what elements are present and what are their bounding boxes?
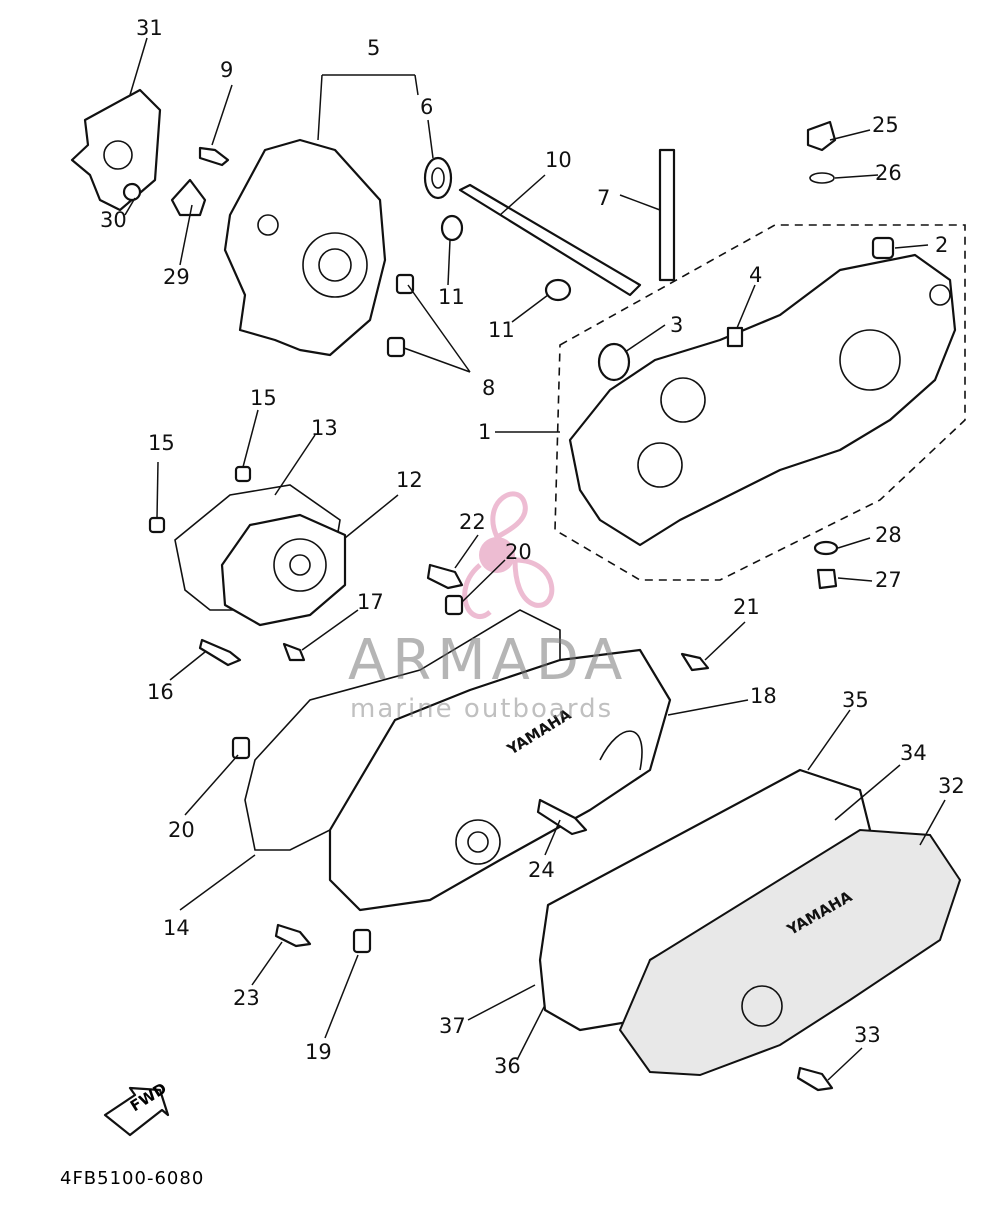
part-21-bolt — [680, 652, 710, 672]
part-9-bolt — [198, 146, 230, 167]
part-24-bolt — [536, 798, 588, 836]
callout-2: 2 — [935, 233, 949, 257]
callout-15a: 15 — [250, 386, 277, 410]
callout-8: 8 — [482, 376, 496, 400]
part-29-bracket — [170, 178, 207, 217]
callout-6: 6 — [420, 95, 434, 119]
callout-24: 24 — [528, 858, 555, 882]
part-4-fitting — [726, 326, 744, 348]
callout-19: 19 — [305, 1040, 332, 1064]
watermark-logo — [462, 491, 555, 619]
part-5-crankcase-left — [223, 138, 387, 357]
part-16-bolt — [198, 638, 242, 667]
part-12-cover — [220, 513, 347, 627]
fwd-arrow-icon — [103, 1086, 170, 1137]
callout-25: 25 — [872, 113, 899, 137]
part-7-pipe — [658, 148, 676, 282]
part-33-screw — [796, 1066, 834, 1092]
callout-10: 10 — [545, 148, 572, 172]
part-1-crankcase-right — [568, 253, 957, 547]
leader-lines — [124, 37, 946, 1081]
callout-37: 37 — [439, 1014, 466, 1038]
callout-11b: 11 — [488, 318, 515, 342]
callout-22: 22 — [459, 510, 486, 534]
part-1-envelope — [554, 224, 966, 581]
part-20-dowel — [231, 736, 251, 760]
callout-5: 5 — [367, 36, 381, 60]
part-17-bolt — [282, 642, 306, 662]
part-11-seal — [440, 214, 464, 242]
part-31-plate — [70, 88, 162, 212]
part-20-dowel — [444, 594, 464, 616]
callout-32: 32 — [938, 774, 965, 798]
callout-11a: 11 — [438, 285, 465, 309]
callout-4: 4 — [749, 263, 763, 287]
callout-26: 26 — [875, 161, 902, 185]
part-10-shaft — [458, 183, 642, 297]
callout-21: 21 — [733, 595, 760, 619]
callout-16: 16 — [147, 680, 174, 704]
part-27-bolt — [816, 568, 838, 590]
callout-33: 33 — [854, 1023, 881, 1047]
callout-35: 35 — [842, 688, 869, 712]
callout-36: 36 — [494, 1054, 521, 1078]
part-15-dowel — [234, 465, 252, 483]
callout-7: 7 — [597, 186, 611, 210]
callout-23: 23 — [233, 986, 260, 1010]
part-8-dowel — [395, 273, 415, 295]
callout-13: 13 — [311, 416, 338, 440]
watermark-tagline: marine outboards — [350, 694, 614, 724]
callout-12: 12 — [396, 468, 423, 492]
callout-1: 1 — [478, 420, 492, 444]
callout-20a: 20 — [505, 540, 532, 564]
part-23-bolt — [274, 923, 312, 948]
part-22-bolt — [426, 563, 464, 590]
callout-27: 27 — [875, 568, 902, 592]
part-28-washer — [813, 540, 839, 556]
callout-15b: 15 — [148, 431, 175, 455]
part-2-bush — [871, 236, 895, 260]
part-19-dowel — [352, 928, 372, 954]
callout-34: 34 — [900, 741, 927, 765]
callout-17: 17 — [357, 590, 384, 614]
part-18-crankcase-cover — [328, 648, 672, 912]
callout-9: 9 — [220, 58, 234, 82]
part-25-plug — [806, 120, 837, 152]
callout-14: 14 — [163, 916, 190, 940]
callout-18: 18 — [750, 684, 777, 708]
callout-31: 31 — [136, 16, 163, 40]
part-32-outer-cover — [618, 828, 962, 1077]
callout-20b: 20 — [168, 818, 195, 842]
part-30-washer — [122, 182, 142, 202]
part-26-o-ring — [809, 172, 835, 184]
part-8-dowel — [386, 336, 406, 358]
callout-29: 29 — [163, 265, 190, 289]
callout-28: 28 — [875, 523, 902, 547]
callout-30: 30 — [100, 208, 127, 232]
callout-3: 3 — [670, 313, 684, 337]
drawing-code: 4FB5100-6080 — [60, 1168, 205, 1189]
part-6-seal — [423, 156, 453, 200]
part-15-dowel — [148, 516, 166, 534]
watermark-name: ARMADA — [348, 628, 629, 693]
part-11-seal — [544, 278, 572, 302]
part-3-bearing — [597, 342, 631, 382]
